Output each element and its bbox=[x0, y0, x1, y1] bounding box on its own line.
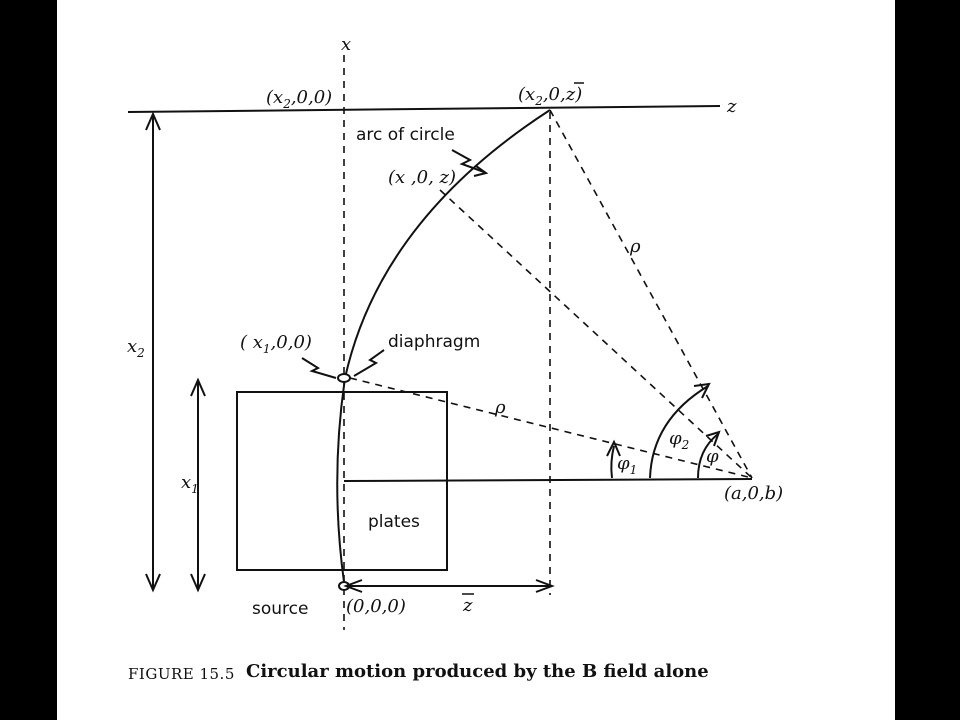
point-x2-0-0-label: (x2,0,0) bbox=[266, 87, 332, 111]
arc-trajectory bbox=[336, 109, 551, 583]
phi1-label: φ1 bbox=[617, 453, 637, 477]
rho-upper-label: ρ bbox=[629, 236, 641, 257]
x2-arrow-bottom bbox=[145, 573, 161, 593]
zbar-arrow-right bbox=[535, 579, 555, 593]
figure-page bbox=[57, 0, 895, 720]
diaphragm-hole bbox=[337, 373, 351, 383]
x1-arrow-top bbox=[190, 377, 206, 397]
source-label: source bbox=[252, 599, 308, 619]
point-x0z-label: (x ,0, z) bbox=[388, 167, 456, 188]
phi2-label: φ2 bbox=[669, 428, 689, 452]
radius-to-top bbox=[549, 109, 753, 479]
phi1-arc bbox=[610, 445, 615, 479]
figure-number: FIGURE 15.5 bbox=[128, 665, 235, 683]
z-axis-label: z bbox=[726, 96, 737, 117]
rho-lower-label: ρ bbox=[494, 397, 506, 418]
phi2-arrowhead bbox=[693, 382, 711, 399]
center-horizontal-line bbox=[343, 478, 753, 482]
point-a0b-label: (a,0,b) bbox=[724, 483, 783, 504]
plates-label: plates bbox=[368, 512, 420, 532]
phi-arc bbox=[697, 433, 719, 479]
arc-leader bbox=[451, 149, 485, 173]
radius-to-xz bbox=[439, 189, 753, 479]
z-axis-line bbox=[127, 105, 721, 113]
figure-caption: Circular motion produced by the B field … bbox=[246, 661, 709, 682]
x2-dimension-label: x2 bbox=[127, 336, 145, 360]
x1-dimension-label: x1 bbox=[181, 472, 199, 496]
zbar-dimension-label: z bbox=[462, 595, 473, 616]
phi-arrowhead bbox=[705, 430, 721, 447]
origin-label: (0,0,0) bbox=[346, 596, 406, 617]
radius-to-diaphragm bbox=[349, 377, 753, 479]
arc-of-circle-label: arc of circle bbox=[356, 125, 455, 145]
x1-arrow-bottom bbox=[190, 573, 206, 593]
phi1-arrowhead bbox=[606, 439, 621, 457]
arc-leader-head bbox=[473, 165, 489, 177]
diaphragm-label: diaphragm bbox=[388, 332, 480, 352]
point-x1-0-0-label: ( x1,0,0) bbox=[240, 332, 312, 356]
x1-point-leader bbox=[301, 357, 337, 379]
zbar-arrow-left bbox=[343, 579, 363, 593]
diaphragm-leader bbox=[353, 349, 385, 377]
point-x2-0-zbar-label: (x2,0,z) bbox=[518, 84, 582, 108]
x2-arrow-top bbox=[145, 111, 161, 131]
phi2-arc bbox=[649, 385, 709, 479]
x-axis-label: x bbox=[341, 34, 351, 55]
phi-label: φ bbox=[706, 446, 719, 467]
